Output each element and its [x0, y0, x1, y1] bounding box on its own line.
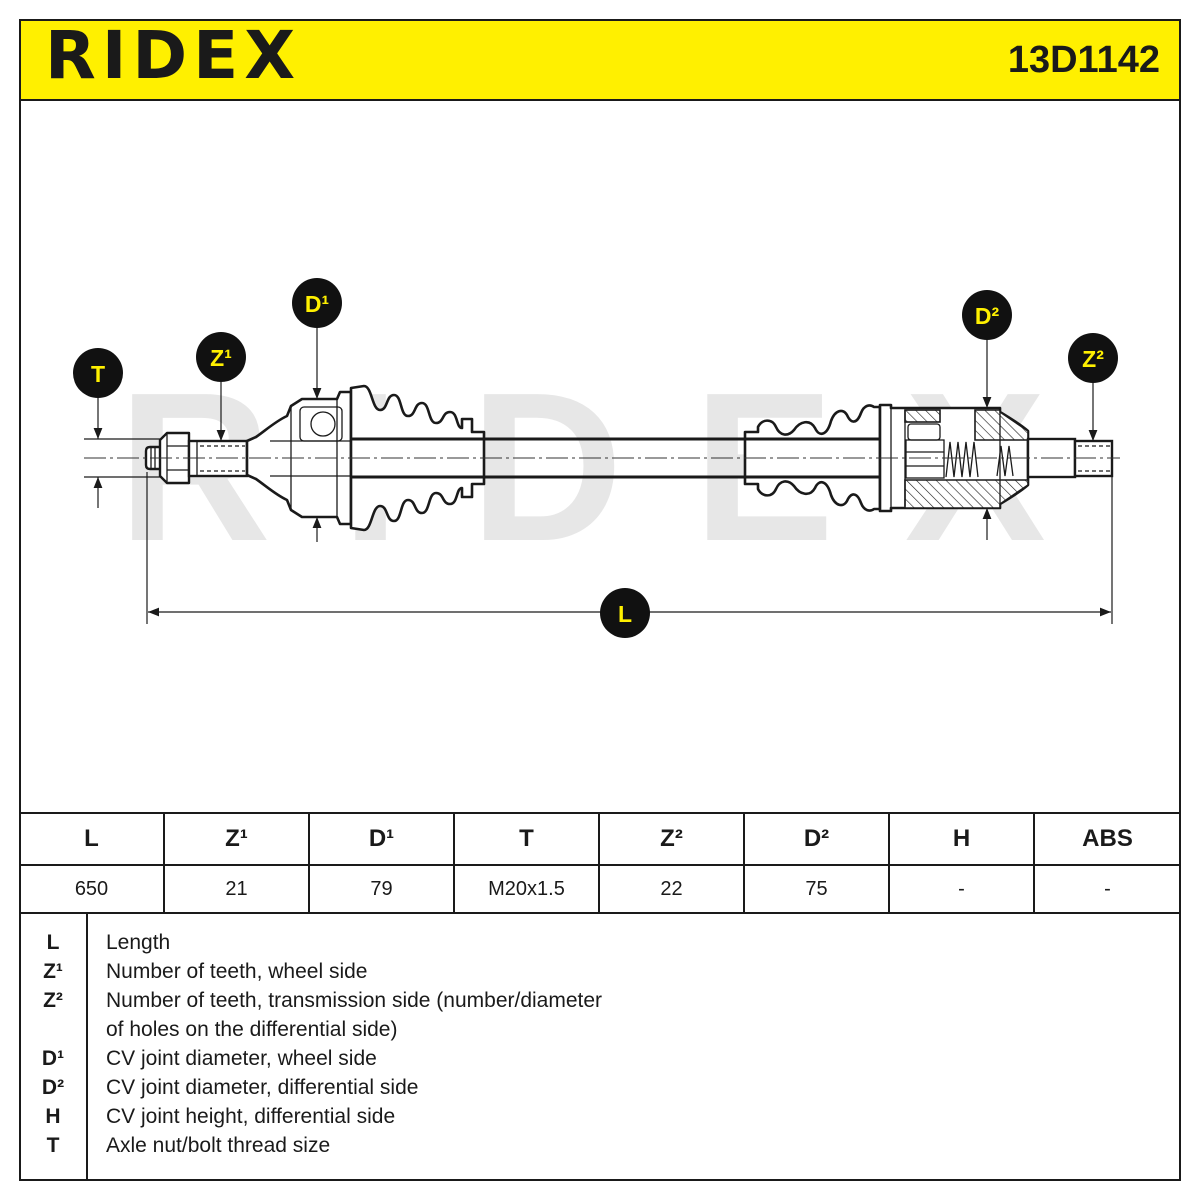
legend-key: Z²: [43, 989, 63, 1012]
legend-key: D²: [41, 1076, 65, 1099]
callout-d2-badge: [962, 290, 1012, 340]
legend-text-continuation: of holes on the differential side): [106, 1018, 398, 1041]
spring-end: [996, 445, 1014, 477]
legend-text: Number of teeth, wheel side: [106, 960, 368, 983]
legend-key: H: [45, 1105, 61, 1128]
callout-z1-label: Z¹: [210, 345, 232, 371]
spec-value-abs: -: [1104, 877, 1111, 900]
callout-z1-badge: [196, 332, 246, 382]
legend-text: CV joint diameter, differential side: [106, 1076, 419, 1099]
legend-text: Length: [106, 931, 171, 954]
spec-header-t: T: [455, 814, 600, 864]
spec-value-l: 650: [20, 866, 165, 912]
spec-table: L Z¹ D¹ T Z² D² H ABS 650 21 79 M20x1.5 …: [20, 812, 1180, 912]
spec-header-row: L Z¹ D¹ T Z² D² H ABS: [20, 812, 1180, 864]
sheet-frame: [19, 19, 1181, 1181]
legend-text-column: Length Number of teeth, wheel side Numbe…: [88, 914, 602, 1180]
part-number: 13D1142: [1007, 39, 1160, 81]
callout-d2: D²: [962, 290, 1012, 340]
callout-t: T: [73, 348, 123, 398]
tripod-body: [905, 439, 945, 479]
legend-text: Number of teeth, transmission side (numb…: [106, 989, 603, 1012]
spring: [945, 441, 979, 478]
callout-z2: Z²: [1068, 333, 1118, 383]
inner-cv-joint-hatch: [974, 409, 1029, 441]
callout-l: L: [600, 588, 650, 638]
spec-value-row: 650 21 79 M20x1.5 22 75 - -: [20, 864, 1180, 912]
spec-header-l: L: [20, 814, 165, 864]
brand-logo: RIDEX: [45, 17, 302, 94]
callout-t-label: T: [91, 361, 105, 387]
spec-value-z1: 21: [165, 866, 310, 912]
legend-key-spacer: [20, 1015, 86, 1044]
legend-key: T: [46, 1134, 60, 1157]
legend-key-column: L Z¹ Z² D¹ D² H T: [20, 914, 88, 1180]
legend-key: Z¹: [43, 960, 63, 983]
legend-text: CV joint height, differential side: [106, 1105, 396, 1128]
callout-z2-badge: [1068, 333, 1118, 383]
callout-z2-label: Z²: [1082, 346, 1104, 372]
spec-header-z1: Z¹: [165, 814, 310, 864]
spec-value-t: M20x1.5: [455, 866, 600, 912]
callout-l-badge: [600, 588, 650, 638]
legend-text: CV joint diameter, wheel side: [106, 1047, 377, 1070]
spec-value-h: -: [890, 866, 1035, 912]
callout-d1-badge: [292, 278, 342, 328]
spec-value-z2: 22: [600, 866, 745, 912]
spec-header-d1: D¹: [310, 814, 455, 864]
inner-cv-joint-hatch: [904, 409, 941, 423]
header-bar: [21, 21, 1179, 101]
spec-value-d1: 79: [310, 866, 455, 912]
drive-shaft-diagram: RIDEX: [73, 278, 1120, 638]
callout-d1: D¹: [292, 278, 342, 328]
spec-header-abs: ABS: [1082, 825, 1133, 852]
spec-value-d2: 75: [745, 866, 890, 912]
callout-z1: Z¹: [196, 332, 246, 382]
legend-key: D¹: [41, 1047, 65, 1070]
callout-d1-label: D¹: [305, 291, 329, 317]
spec-header-d2: D²: [745, 814, 890, 864]
legend: L Z¹ Z² D¹ D² H T Length Number of teeth…: [20, 912, 1180, 1180]
legend-text: Axle nut/bolt thread size: [106, 1134, 331, 1157]
callout-l-label: L: [618, 601, 632, 627]
callout-d2-label: D²: [975, 303, 1000, 329]
spec-header-h: H: [890, 814, 1035, 864]
callout-t-badge: [73, 348, 123, 398]
spec-header-z2: Z²: [600, 814, 745, 864]
legend-key: L: [46, 931, 60, 954]
outer-cv-joint-ball: [310, 411, 336, 437]
